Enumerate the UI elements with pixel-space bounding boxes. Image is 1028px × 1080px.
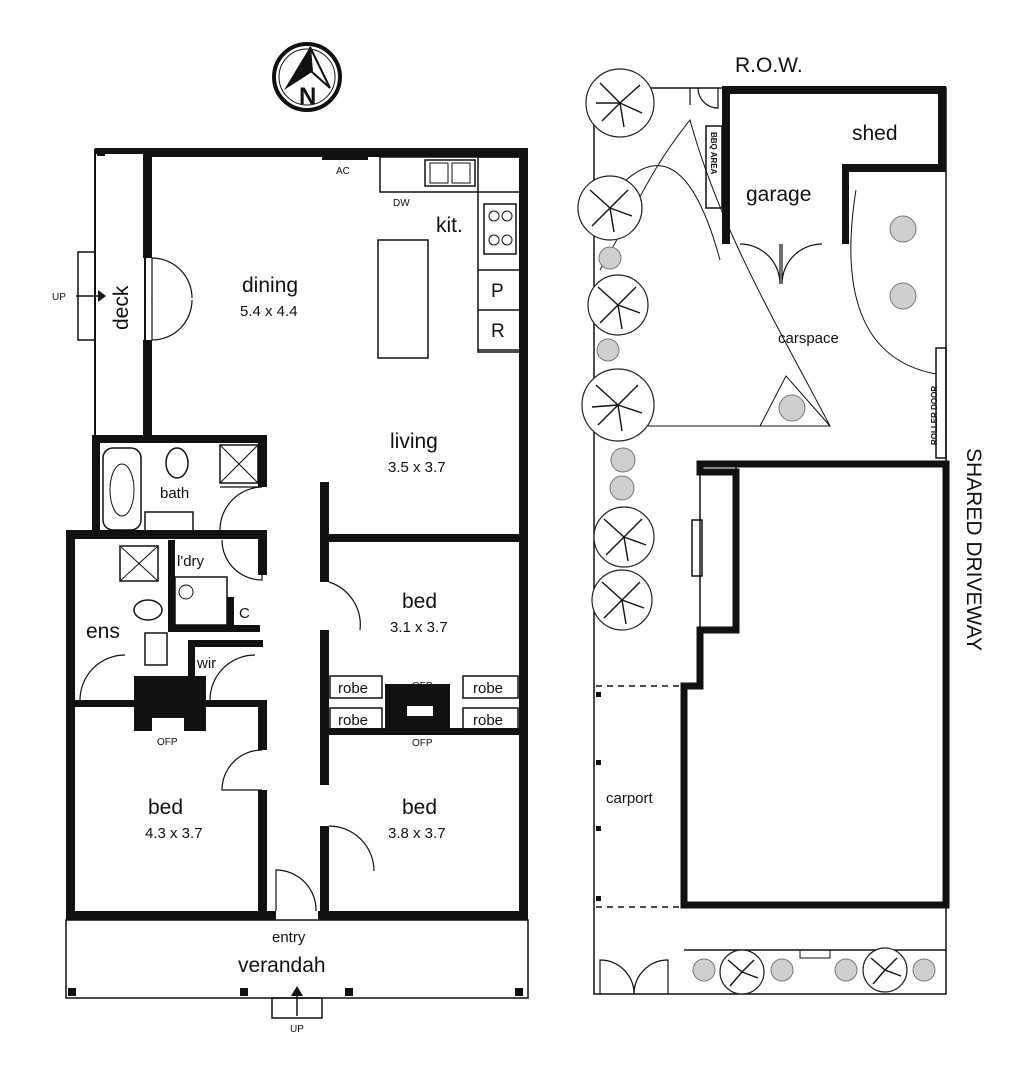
laundry-label: l'dry xyxy=(177,553,205,570)
shed-label: shed xyxy=(852,122,898,145)
roller-door-label: ROLLER DOOR xyxy=(930,386,939,445)
robe-label-4: robe xyxy=(473,712,503,729)
carspace-label: carspace xyxy=(778,330,839,347)
shrubs xyxy=(596,215,936,982)
carport-label: carport xyxy=(606,790,654,807)
robes xyxy=(329,675,519,731)
site-labels: R.O.W. shed garage BBQ AREA carspace ROL… xyxy=(606,54,985,807)
compass: N xyxy=(272,42,342,112)
pantry-label: P xyxy=(491,281,504,302)
bed-2-ofp: OFP xyxy=(412,681,433,692)
bed-3-dims: 3.8 x 3.7 xyxy=(388,825,446,842)
house-labels: dining 5.4 x 4.4 living 3.5 x 3.7 kit. D… xyxy=(52,166,505,1035)
bed-main-label: bed xyxy=(148,796,183,819)
deck-up-label: UP xyxy=(52,292,66,303)
robe-label-1: robe xyxy=(338,680,368,697)
robe-label-2: robe xyxy=(338,712,368,729)
bath-fittings xyxy=(102,444,259,666)
garage-label: garage xyxy=(746,183,811,206)
bed-2-dims: 3.1 x 3.7 xyxy=(390,619,448,636)
robe-label-3: robe xyxy=(473,680,503,697)
ac-label: AC xyxy=(336,166,350,177)
bed-2-label: bed xyxy=(402,590,437,613)
dining-dims: 5.4 x 4.4 xyxy=(240,303,298,320)
bed-main-dims: 4.3 x 3.7 xyxy=(145,825,203,842)
entry-label: entry xyxy=(272,929,306,946)
verandah-label: verandah xyxy=(238,954,326,977)
bbq-area-label: BBQ AREA xyxy=(709,132,718,175)
deck-label: deck xyxy=(110,285,133,330)
kitchen-fittings xyxy=(322,155,521,359)
dining-label: dining xyxy=(242,274,298,297)
bed-3-ofp: OFP xyxy=(412,738,433,749)
doors xyxy=(79,257,375,912)
wir-label: wir xyxy=(196,655,216,672)
living-label: living xyxy=(390,430,438,453)
fridge-label: R xyxy=(491,321,505,342)
shared-driveway-label: SHARED DRIVEWAY xyxy=(962,448,985,651)
verandah xyxy=(65,148,529,1019)
bed-3-label: bed xyxy=(402,796,437,819)
row-label: R.O.W. xyxy=(735,54,803,77)
verandah-up-label: UP xyxy=(290,1024,304,1035)
bed-main-ofp: OFP xyxy=(157,737,178,748)
house-walls xyxy=(66,148,528,920)
cupboard-label: C xyxy=(239,605,250,622)
living-dims: 3.5 x 3.7 xyxy=(388,459,446,476)
compass-north-label: N xyxy=(299,83,316,110)
dw-label: DW xyxy=(393,198,410,209)
bath-label: bath xyxy=(160,485,189,502)
kitchen-label: kit. xyxy=(436,214,463,237)
ensuite-label: ens xyxy=(86,620,120,643)
trees xyxy=(577,68,908,995)
windows xyxy=(67,149,527,919)
